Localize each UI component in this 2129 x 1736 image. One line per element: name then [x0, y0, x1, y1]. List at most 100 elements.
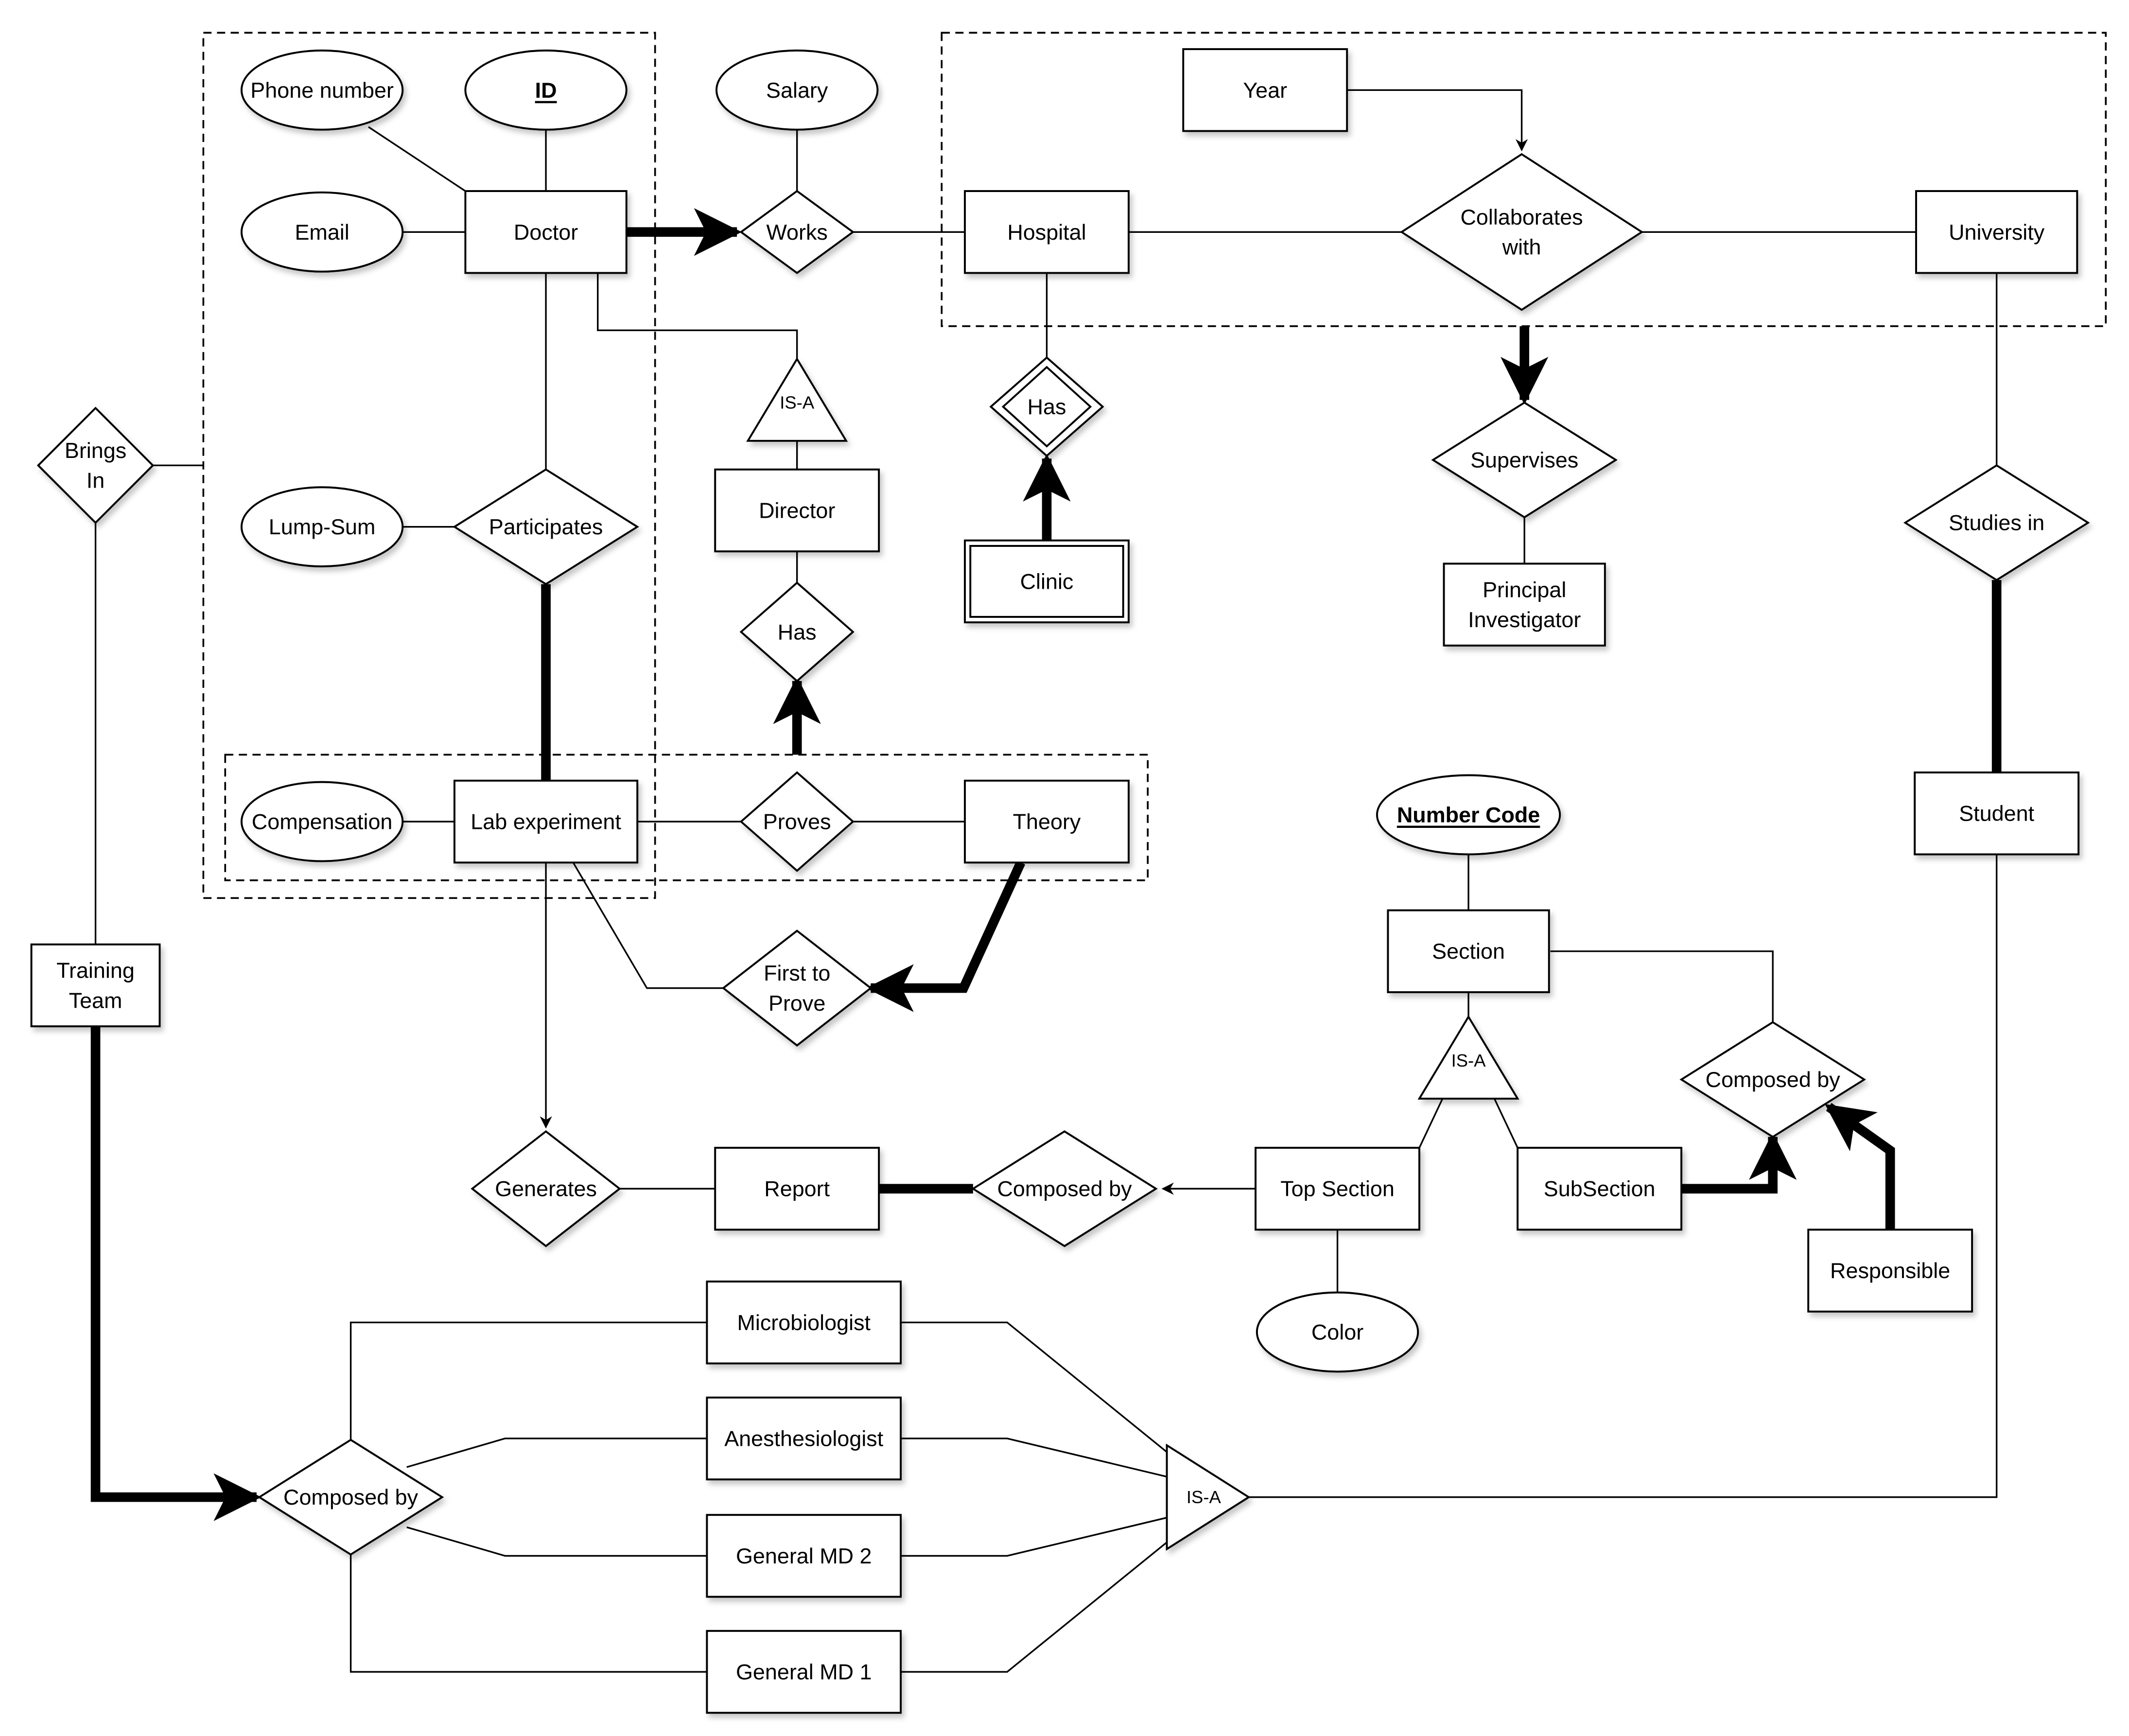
edge-line — [901, 1438, 1167, 1478]
node-label: Year — [1243, 78, 1287, 103]
total-participation-arrow — [1825, 1103, 1895, 1230]
node-label: Anesthesiologist — [724, 1426, 884, 1451]
doctor-entity[interactable]: Doctor — [464, 190, 628, 274]
edge-line — [1493, 1098, 1518, 1148]
node-label: Proves — [763, 809, 831, 834]
node-label: Works — [766, 220, 827, 245]
node-label: Supervises — [1470, 448, 1578, 473]
node-label: Training — [56, 958, 135, 983]
node-label: Clinic — [1020, 569, 1074, 594]
edge-line — [349, 1554, 707, 1673]
university-entity[interactable]: University — [1915, 190, 2078, 274]
node-label: University — [1949, 220, 2045, 245]
edge-line — [1347, 89, 1528, 152]
composed-by-section-relationship[interactable]: Composed by — [1679, 1021, 1867, 1138]
node-label: Color — [1311, 1320, 1363, 1345]
responsible-entity[interactable]: Responsible — [1807, 1228, 1973, 1313]
node-label: Hospital — [1007, 220, 1086, 245]
node-label: First to — [764, 961, 830, 985]
clinic-weak-entity[interactable]: Clinic — [964, 539, 1130, 624]
composed-by-team-relationship[interactable]: Composed by — [257, 1438, 444, 1556]
general-md-1-entity[interactable]: General MD 1 — [706, 1630, 902, 1714]
composed-by-report-relationship[interactable]: Composed by — [971, 1130, 1158, 1247]
edge-line — [1249, 854, 1998, 1498]
lump-sum-attribute[interactable]: Lump-Sum — [240, 486, 404, 568]
node-label: Email — [295, 220, 349, 245]
edge-line — [1550, 950, 1774, 1022]
general-md-2-entity[interactable]: General MD 2 — [706, 1514, 902, 1598]
salary-attribute[interactable]: Salary — [715, 49, 879, 131]
participates-relationship[interactable]: Participates — [453, 468, 639, 585]
node-label: Microbiologist — [737, 1310, 871, 1335]
node-label: Has — [778, 619, 817, 644]
top-section-entity[interactable]: Top Section — [1255, 1147, 1420, 1231]
isa-staff-isa[interactable]: IS-A — [1166, 1443, 1251, 1551]
report-entity[interactable]: Report — [714, 1147, 880, 1231]
microbiologist-entity[interactable]: Microbiologist — [706, 1280, 902, 1365]
has-clinic-identifying-relationship[interactable]: Has — [989, 356, 1104, 457]
node-label: Section — [1432, 939, 1505, 964]
edge-line — [368, 126, 466, 192]
node-label: Investigator — [1468, 607, 1581, 632]
total-participation-arrow — [90, 1026, 262, 1521]
compensation-attribute[interactable]: Compensation — [240, 781, 404, 862]
node-label: ID — [535, 78, 557, 103]
supervises-relationship[interactable]: Supervises — [1431, 401, 1618, 519]
id-key-attribute[interactable]: ID — [464, 49, 628, 131]
node-label: Responsible — [1830, 1258, 1950, 1283]
year-entity[interactable]: Year — [1182, 48, 1348, 132]
lab-experiment-entity[interactable]: Lab experiment — [453, 779, 639, 864]
director-entity[interactable]: Director — [714, 468, 880, 553]
edge-line — [597, 273, 798, 359]
has-director-relationship[interactable]: Has — [739, 581, 855, 683]
proves-relationship[interactable]: Proves — [739, 771, 855, 872]
total-participation-arrow — [866, 860, 1026, 1012]
subsection-entity[interactable]: SubSection — [1517, 1147, 1683, 1231]
edge-line — [572, 862, 724, 989]
hospital-entity[interactable]: Hospital — [964, 190, 1130, 274]
node-label: Top Section — [1280, 1176, 1395, 1201]
node-label: IS-A — [780, 393, 815, 413]
node-label: Number Code — [1397, 803, 1540, 827]
relationship-edges — [90, 89, 2002, 1673]
number-code-key-attribute[interactable]: Number Code — [1376, 774, 1561, 856]
color-attribute[interactable]: Color — [1256, 1291, 1419, 1373]
node-label: IS-A — [1187, 1487, 1222, 1507]
node-label: Doctor — [514, 220, 578, 245]
section-entity[interactable]: Section — [1387, 909, 1550, 993]
edge-line — [1418, 1098, 1444, 1148]
node-label: Compensation — [252, 809, 393, 834]
works-relationship[interactable]: Works — [739, 190, 855, 274]
aggregation-groups — [202, 32, 2107, 899]
studies-in-relationship[interactable]: Studies in — [1903, 464, 2090, 581]
node-label: Salary — [766, 78, 828, 103]
isa-director-isa[interactable]: IS-A — [746, 357, 848, 442]
node-label: with — [1502, 235, 1541, 260]
anesthesiologist-entity[interactable]: Anesthesiologist — [706, 1396, 902, 1481]
edge-line — [349, 1321, 707, 1440]
node-label: Participates — [489, 514, 603, 539]
phone-number-attribute[interactable]: Phone number — [240, 49, 404, 131]
edge-line — [901, 1536, 1174, 1673]
node-label: Student — [1959, 801, 2034, 826]
node-label: Composed by — [997, 1176, 1132, 1201]
node-label: General MD 1 — [736, 1660, 872, 1684]
theory-entity[interactable]: Theory — [964, 779, 1130, 864]
node-label: In — [87, 468, 105, 493]
email-attribute[interactable]: Email — [240, 191, 404, 273]
node-label: SubSection — [1544, 1176, 1656, 1201]
node-label: Lab experiment — [471, 809, 621, 834]
generates-relationship[interactable]: Generates — [471, 1130, 621, 1247]
isa-section-isa[interactable]: IS-A — [1417, 1015, 1519, 1100]
total-participation-arrow — [1681, 1132, 1797, 1194]
node-label: Lump-Sum — [269, 514, 376, 539]
student-entity[interactable]: Student — [1914, 772, 2080, 856]
edge-line — [406, 1526, 707, 1557]
edge-line — [406, 1438, 707, 1468]
